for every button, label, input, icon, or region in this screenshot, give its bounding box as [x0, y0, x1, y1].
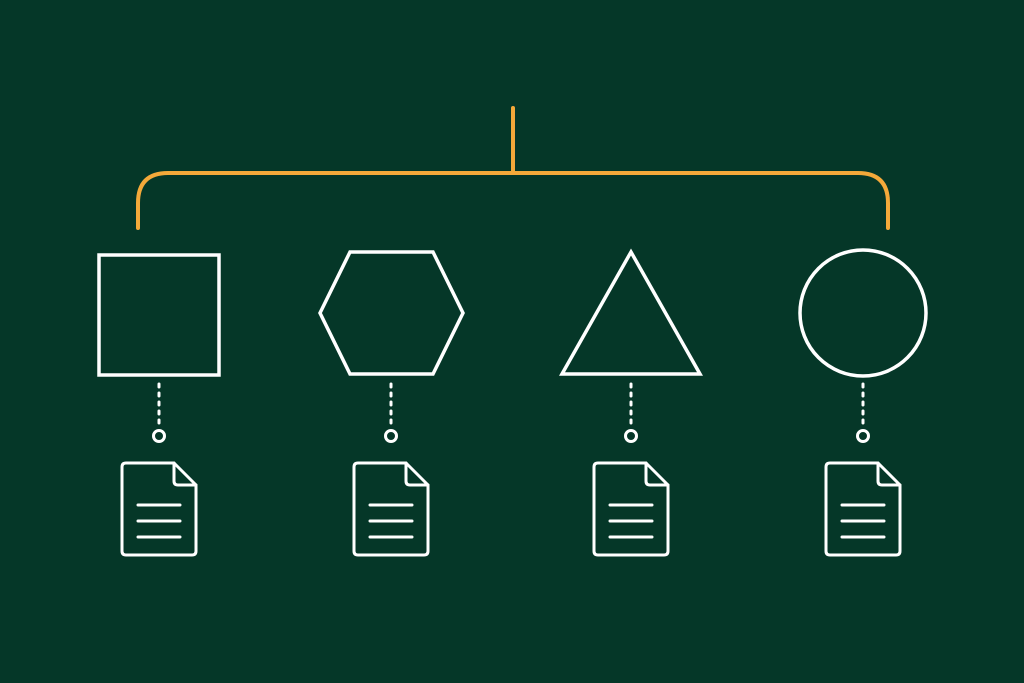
document-fold — [172, 461, 198, 487]
document-icon — [352, 461, 430, 557]
triangle-icon — [558, 248, 704, 376]
document-row — [120, 461, 902, 557]
document-outline — [824, 461, 902, 557]
document-fold — [404, 461, 430, 487]
node-circle — [624, 429, 638, 443]
document-fold — [876, 461, 902, 487]
hexagon-icon — [318, 250, 465, 376]
document-icon — [120, 461, 198, 557]
node-circle — [856, 429, 870, 443]
bracket-line — [136, 171, 890, 230]
connector-bracket — [136, 106, 890, 230]
shape-row — [97, 248, 928, 378]
document-outline — [592, 461, 670, 557]
document-fold — [644, 461, 670, 487]
document-icon — [592, 461, 670, 557]
document-outline — [120, 461, 198, 557]
circle-icon — [798, 248, 928, 378]
node-circle — [152, 429, 166, 443]
document-outline — [352, 461, 430, 557]
square-icon — [97, 253, 221, 377]
document-icon — [824, 461, 902, 557]
dotted-links — [152, 382, 870, 443]
node-circle — [384, 429, 398, 443]
